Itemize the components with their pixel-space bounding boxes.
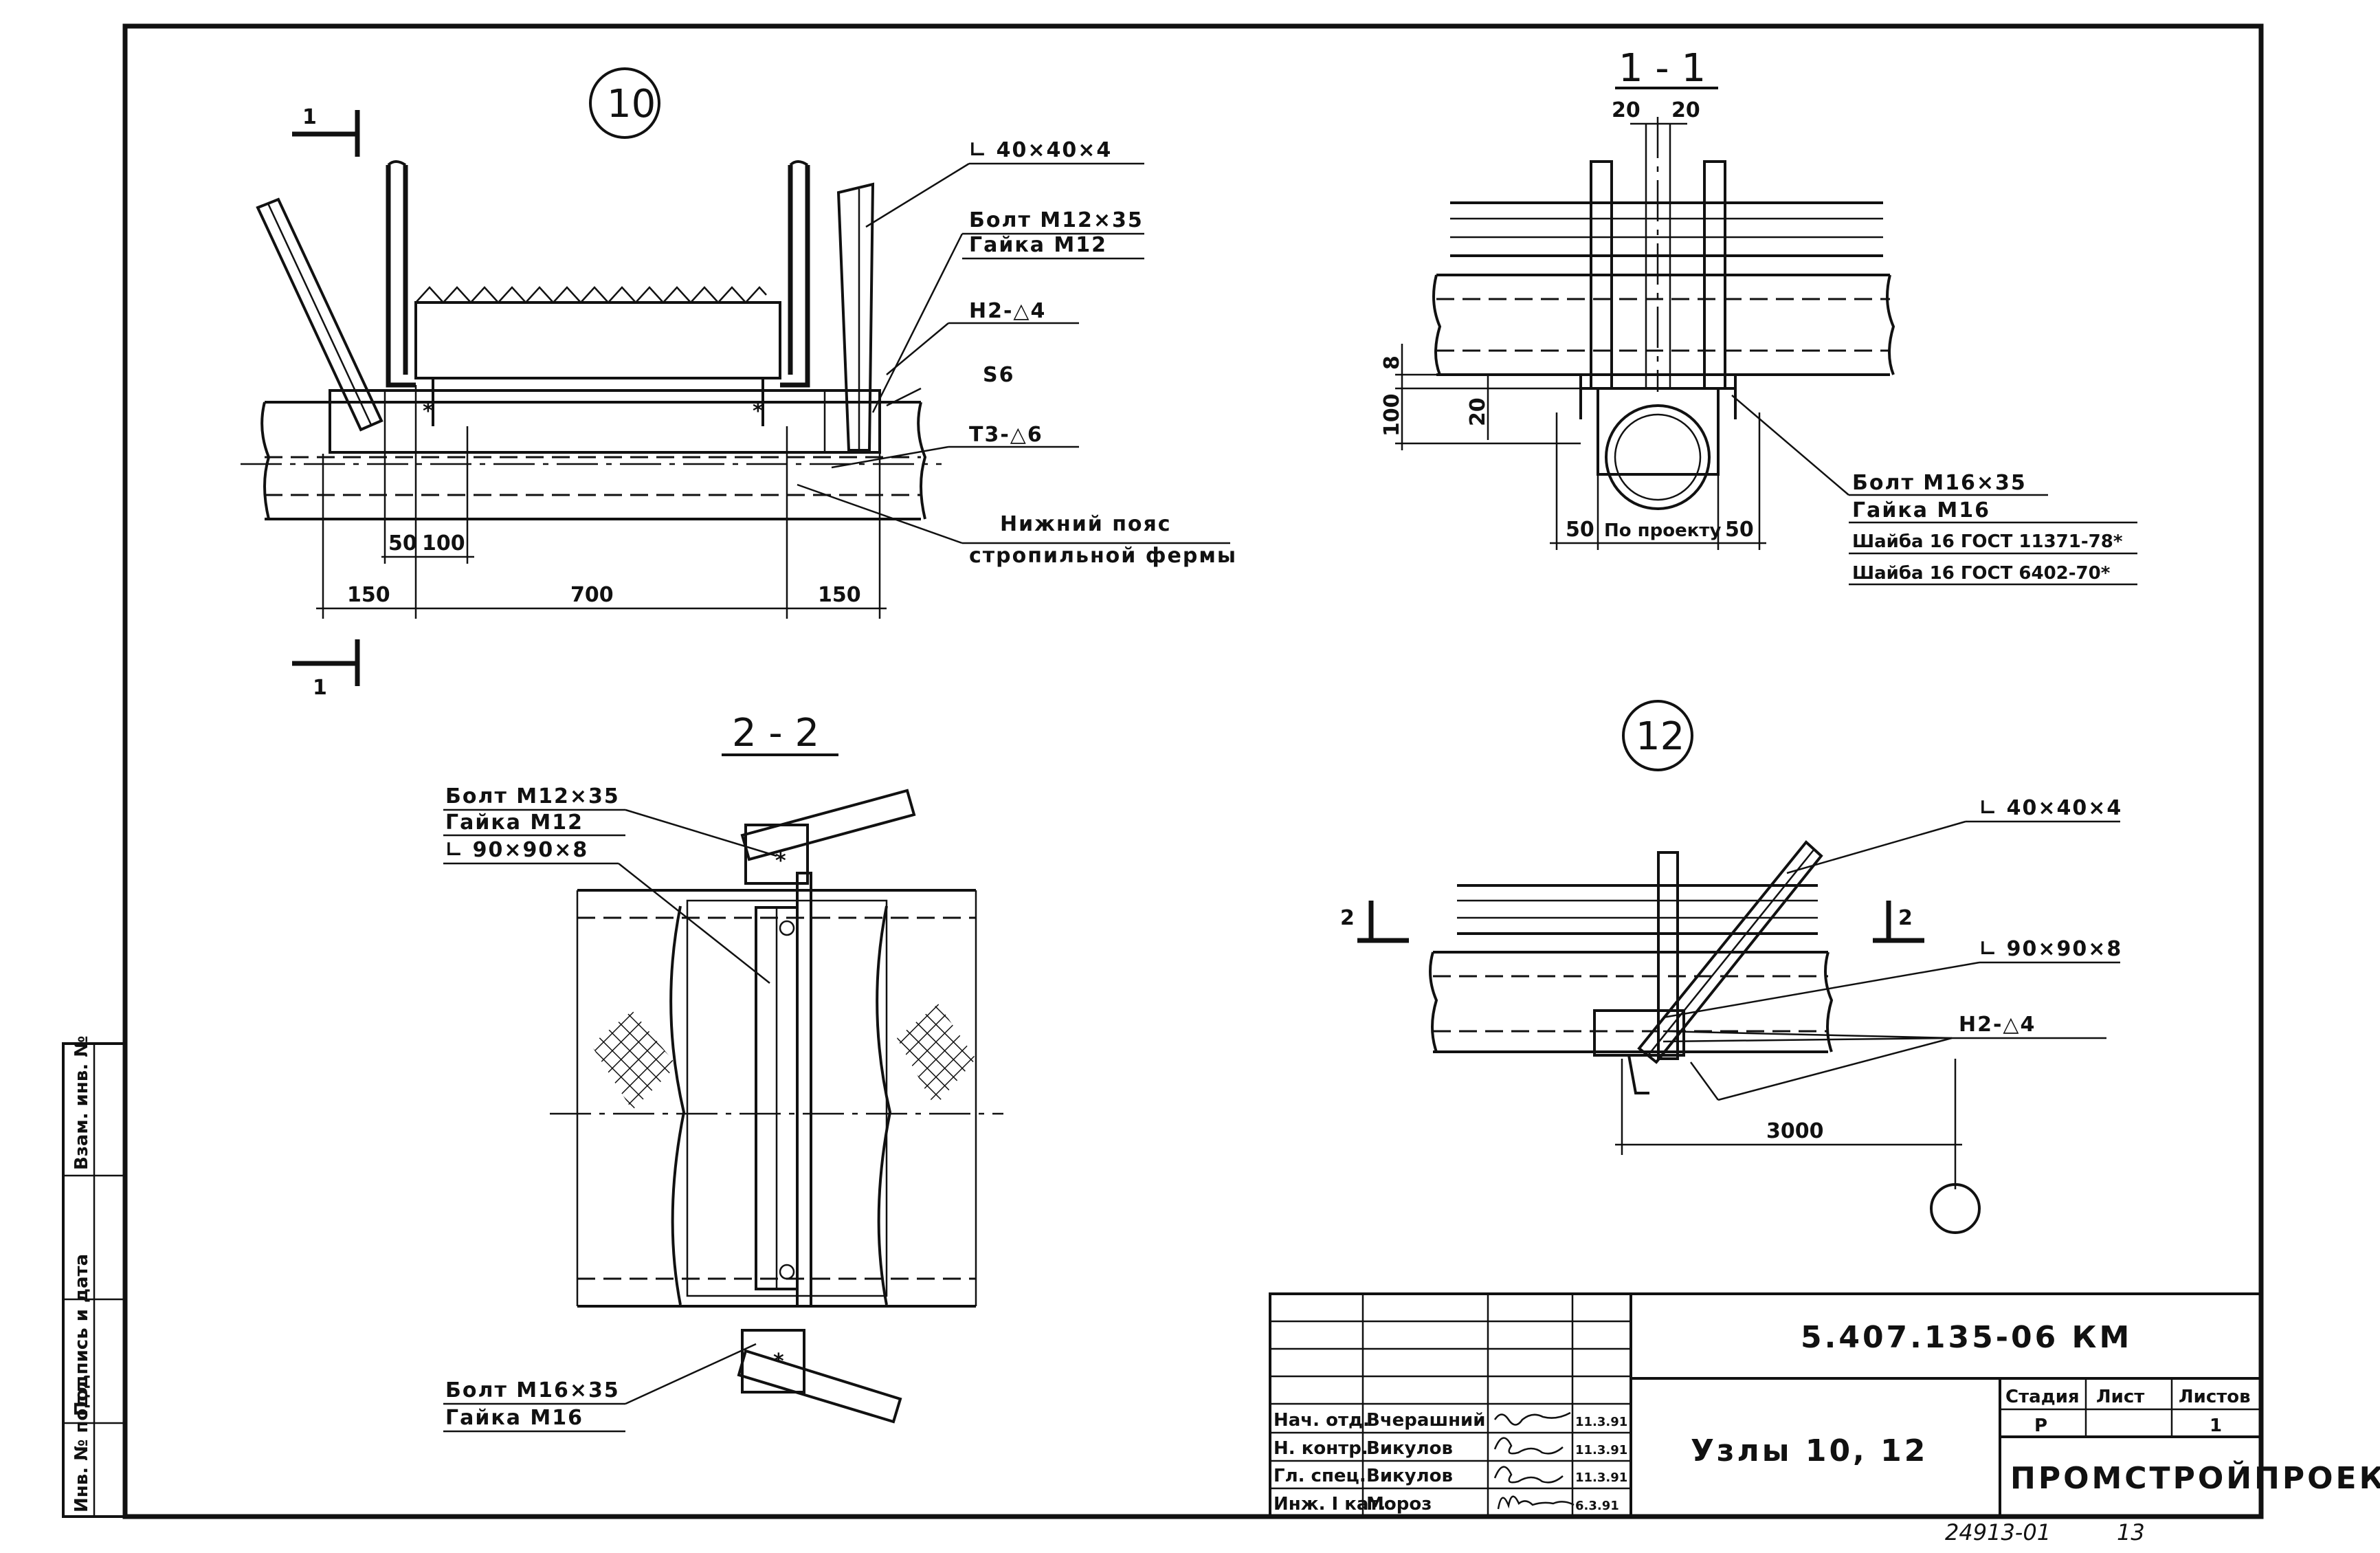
- svg-text:*: *: [753, 399, 764, 423]
- label-weld-t3: Т3-△6: [969, 423, 1043, 447]
- label-plate-s6: S6: [983, 363, 1014, 387]
- sheet-title: Узлы 10, 12: [1691, 1433, 1928, 1468]
- railing-angle-right: [836, 182, 875, 452]
- section-2-mark-left: 2: [1340, 901, 1409, 943]
- svg-text:2: 2: [1898, 906, 1913, 930]
- sheet-header: Лист: [2096, 1387, 2144, 1407]
- dim-3000: 3000: [1766, 1119, 1824, 1143]
- bolt-right: *: [753, 377, 764, 426]
- stage-header: Стадия: [2005, 1387, 2080, 1407]
- grating: [414, 301, 781, 379]
- lower-chord: [241, 401, 942, 520]
- node-12-mark: 12: [1636, 714, 1684, 759]
- signer-name-3: Мороз: [1366, 1494, 1432, 1515]
- label-bolt-m12: Болт М12×35: [969, 208, 1144, 232]
- svg-text:1: 1: [313, 676, 327, 700]
- base-plate: [329, 389, 881, 454]
- svg-text:2: 2: [1340, 906, 1355, 930]
- signer-date-2: 11.3.91: [1575, 1471, 1627, 1485]
- stage-value: Р: [2034, 1416, 2047, 1436]
- section-1-mark-bottom: 1: [292, 639, 360, 700]
- signer-role-3: Инж. I кат.: [1274, 1494, 1386, 1515]
- sheet-frame: [122, 23, 2264, 1519]
- section-1-1-title: 1 - 1: [1619, 46, 1706, 91]
- signatures: [1493, 1411, 1575, 1510]
- side-stamp-sign: Подпись и дата: [71, 1254, 92, 1416]
- label-12-weld-n2: Н2-△4: [1959, 1013, 2036, 1037]
- dim-8: 8: [1380, 355, 1404, 370]
- dim-50-b: 50: [1725, 518, 1754, 542]
- section-2-2: 2 - 2 * *: [443, 711, 1003, 1433]
- label-washer-2: Шайба 16 ГОСТ 6402-70*: [1852, 563, 2111, 584]
- section-2-2-title: 2 - 2: [732, 711, 819, 756]
- doc-code: 5.407.135-06 КМ: [1801, 1320, 2132, 1355]
- side-stamp-inv: Инв. № подл.: [71, 1374, 92, 1512]
- signer-role-0: Нач. отд.: [1274, 1410, 1370, 1431]
- sheets-header: Листов: [2179, 1387, 2251, 1407]
- dim-100: 100: [422, 531, 465, 555]
- dim-700: 700: [570, 583, 614, 607]
- node-10-mark: 10: [607, 82, 656, 126]
- signer-date-1: 11.3.91: [1575, 1443, 1627, 1457]
- signer-role-2: Гл. спец.: [1274, 1466, 1366, 1486]
- section-2-mark-right: 2: [1873, 901, 1924, 943]
- top-bracket: *: [740, 789, 916, 885]
- node-12-circle: [1622, 700, 1693, 771]
- hatch-right: [897, 1004, 976, 1107]
- label-2-2-bolt-m16: Болт М16×35: [445, 1378, 620, 1402]
- label-2-2-angle-90: ∟ 90×90×8: [445, 838, 588, 862]
- svg-text:*: *: [423, 399, 434, 423]
- dim-20-v: 20: [1466, 397, 1490, 426]
- dim-50: 50: [388, 531, 417, 555]
- signer-name-2: Викулов: [1366, 1466, 1453, 1486]
- archive-number: 24913-01: [1945, 1519, 2051, 1545]
- dim-per-project: По проекту: [1604, 520, 1721, 541]
- label-2-2-nut-m16: Гайка М16: [445, 1406, 583, 1430]
- section-1-mark-top: 1: [292, 105, 360, 157]
- railing-angle-left: [256, 197, 383, 432]
- side-stamp: Инв. № подл. Подпись и дата Взам. инв. №: [62, 1036, 126, 1518]
- dim-150-right: 150: [818, 583, 861, 607]
- label-chord-line1: Нижний пояс: [1000, 512, 1172, 536]
- label-chord-line2: стропильной фермы: [969, 544, 1237, 568]
- label-2-2-bolt-m12: Болт М12×35: [445, 784, 620, 808]
- svg-text:20: 20: [1671, 98, 1700, 122]
- svg-text:*: *: [775, 849, 786, 873]
- hatch-left: [591, 1011, 677, 1110]
- label-nut-m16: Гайка М16: [1852, 498, 1990, 522]
- svg-text:20: 20: [1612, 98, 1641, 122]
- label-weld-n2: Н2-△4: [969, 299, 1046, 323]
- node-12: 12 2 2: [1340, 700, 2122, 1234]
- node-10: 10 1 1: [241, 67, 1237, 700]
- axis-marker: [1930, 1183, 1981, 1234]
- svg-text:1: 1: [302, 105, 317, 129]
- bottom-bracket: *: [737, 1329, 902, 1424]
- label-angle-40: ∟ 40×40×4: [969, 138, 1112, 162]
- label-bolt-m16: Болт М16×35: [1852, 471, 2027, 495]
- label-washer-1: Шайба 16 ГОСТ 11371-78*: [1852, 531, 2123, 552]
- section-1-1: 1 - 1 20 20 8 1: [1380, 46, 2137, 586]
- dim-50-a: 50: [1566, 518, 1594, 542]
- signer-role-1: Н. контр.: [1274, 1438, 1368, 1459]
- dim-150-left: 150: [347, 583, 390, 607]
- node-10-circle: [589, 67, 660, 139]
- label-2-2-nut-m12: Гайка М12: [445, 811, 583, 835]
- dim-100-v: 100: [1380, 393, 1404, 437]
- page-number: 13: [2117, 1519, 2145, 1545]
- bolt-left: *: [423, 377, 434, 426]
- label-12-angle-90: ∟ 90×90×8: [1979, 937, 2122, 961]
- svg-text:*: *: [773, 1350, 784, 1374]
- label-nut-m12: Гайка М12: [969, 233, 1107, 257]
- side-stamp-replace: Взам. инв. №: [71, 1036, 92, 1171]
- signer-date-3: 6.3.91: [1575, 1499, 1619, 1513]
- signer-date-0: 11.3.91: [1575, 1415, 1627, 1429]
- signer-name-1: Викулов: [1366, 1438, 1453, 1459]
- org-name: ПРОМСТРОЙПРОЕКТ: [2010, 1460, 2380, 1496]
- label-12-angle-40: ∟ 40×40×4: [1979, 796, 2122, 820]
- title-block: 5.407.135-06 КМ Узлы 10, 12 ПРОМСТРОЙПРО…: [1269, 1292, 2380, 1518]
- signer-name-0: Вчерашний: [1366, 1410, 1485, 1431]
- sheets-value: 1: [2210, 1416, 2222, 1436]
- node-10-dimensions: [316, 385, 887, 619]
